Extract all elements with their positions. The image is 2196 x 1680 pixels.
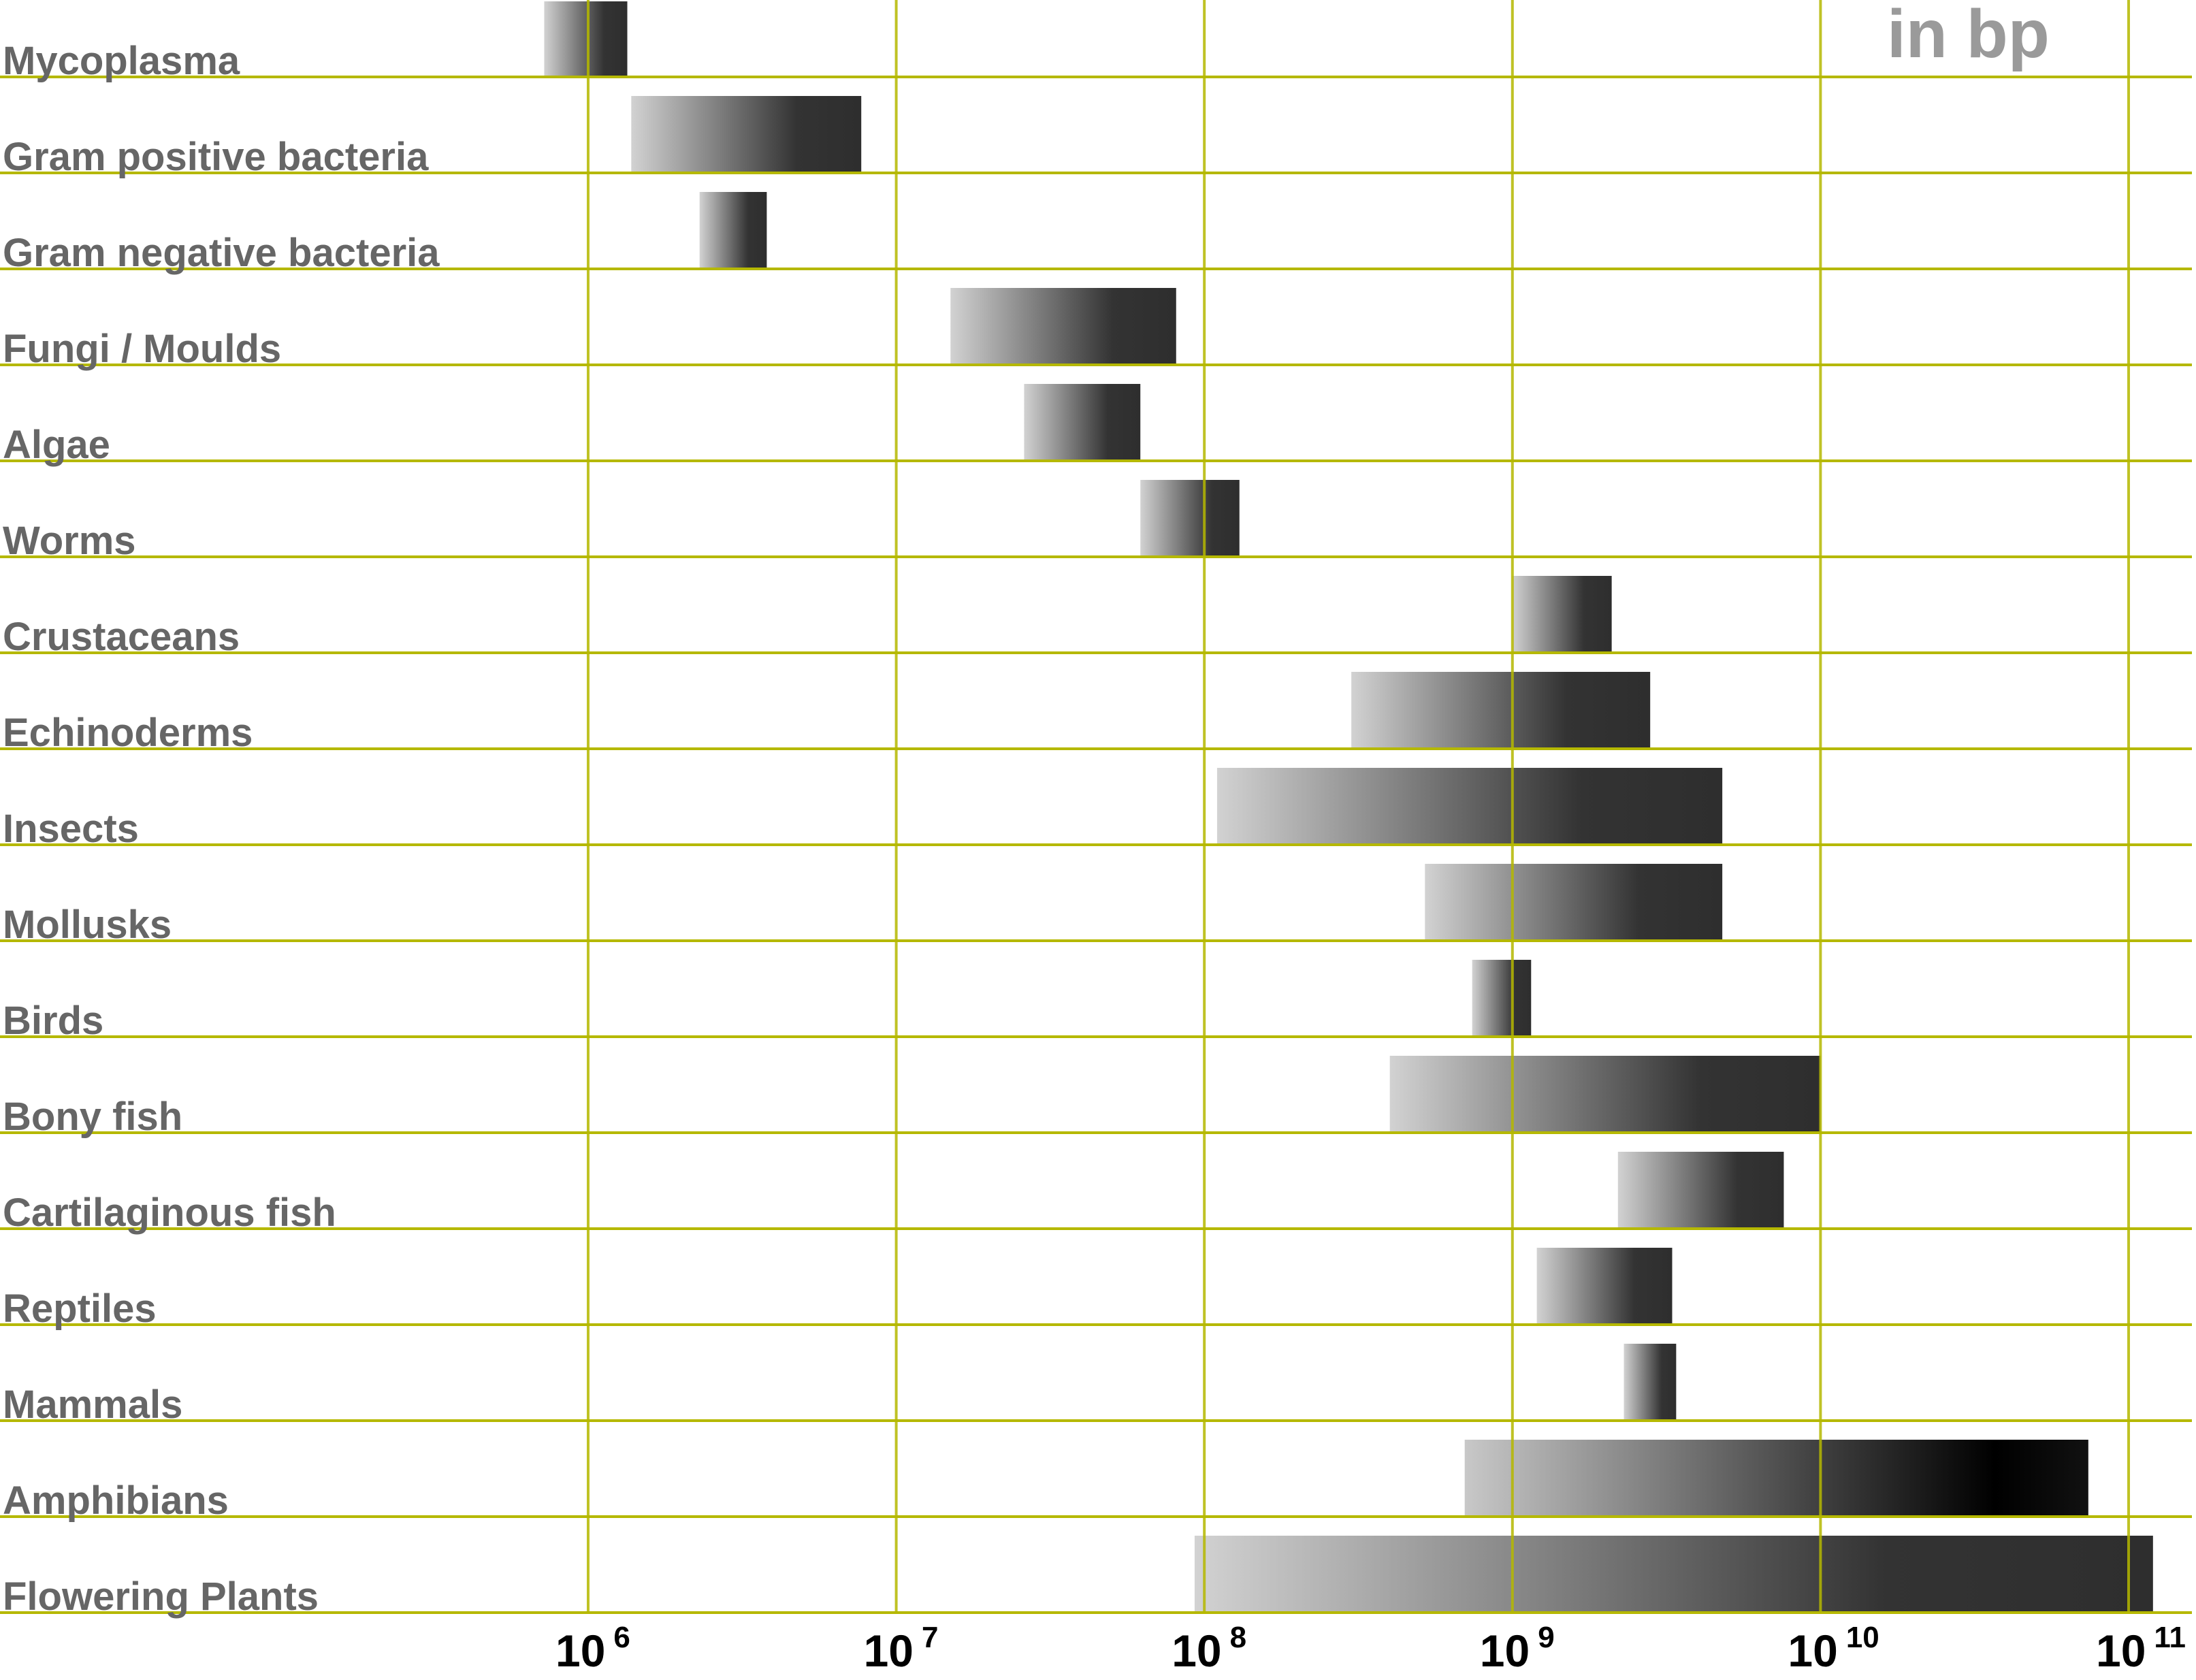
category-label: Crustaceans — [3, 615, 240, 659]
bars-layer — [544, 1, 2153, 1613]
category-label: Fungi / Moulds — [3, 327, 281, 371]
range-bar — [1464, 1440, 2088, 1517]
range-bar — [1140, 480, 1240, 557]
category-label: Algae — [3, 423, 110, 467]
category-label: Mollusks — [3, 903, 172, 947]
category-label: Gram positive bacteria — [3, 135, 429, 179]
category-label: Mammals — [3, 1383, 182, 1427]
tick-exponent: 11 — [2154, 1621, 2186, 1654]
range-bar — [1624, 1344, 1677, 1421]
category-label: Mycoplasma — [3, 39, 240, 83]
range-bar — [1617, 1152, 1784, 1229]
tick-exponent: 9 — [1538, 1621, 1554, 1654]
tick-base: 10 — [1788, 1626, 1837, 1676]
range-bar — [1472, 960, 1532, 1037]
tick-exponent: 10 — [1846, 1621, 1879, 1654]
category-label: Birds — [3, 999, 103, 1043]
category-label: Gram negative bacteria — [3, 231, 440, 275]
range-bar — [1024, 384, 1141, 461]
range-bar — [1389, 1056, 1821, 1133]
tick-exponent: 6 — [613, 1621, 630, 1654]
category-label: Bony fish — [3, 1095, 182, 1139]
tick-base: 10 — [864, 1626, 914, 1676]
range-bar — [1536, 1248, 1673, 1325]
category-label: Amphibians — [3, 1479, 229, 1523]
tick-base: 10 — [1172, 1626, 1221, 1676]
x-tick-label: 10 10 — [1788, 1621, 1879, 1676]
range-bar — [544, 1, 628, 77]
x-tick-label: 10 8 — [1172, 1621, 1246, 1676]
range-bar — [1216, 768, 1723, 845]
category-label: Flowering Plants — [3, 1574, 319, 1619]
range-bar — [1512, 576, 1612, 653]
tick-base: 10 — [555, 1626, 605, 1676]
gridlines — [0, 0, 2192, 1614]
range-bar — [1425, 864, 1723, 941]
range-bar — [950, 288, 1176, 365]
range-bar — [631, 96, 862, 173]
tick-base: 10 — [2096, 1626, 2146, 1676]
range-bar — [1351, 672, 1651, 749]
category-label: Insects — [3, 807, 139, 851]
range-bar — [1194, 1536, 2153, 1613]
category-label: Worms — [3, 519, 136, 563]
category-label: Echinoderms — [3, 711, 253, 755]
tick-exponent: 7 — [922, 1621, 938, 1654]
category-label: Reptiles — [3, 1287, 157, 1331]
unit-label: in bp — [1887, 0, 2050, 72]
range-bar — [699, 192, 767, 269]
tick-base: 10 — [1480, 1626, 1530, 1676]
category-label: Cartilaginous fish — [3, 1191, 336, 1235]
tick-exponent: 8 — [1230, 1621, 1246, 1654]
